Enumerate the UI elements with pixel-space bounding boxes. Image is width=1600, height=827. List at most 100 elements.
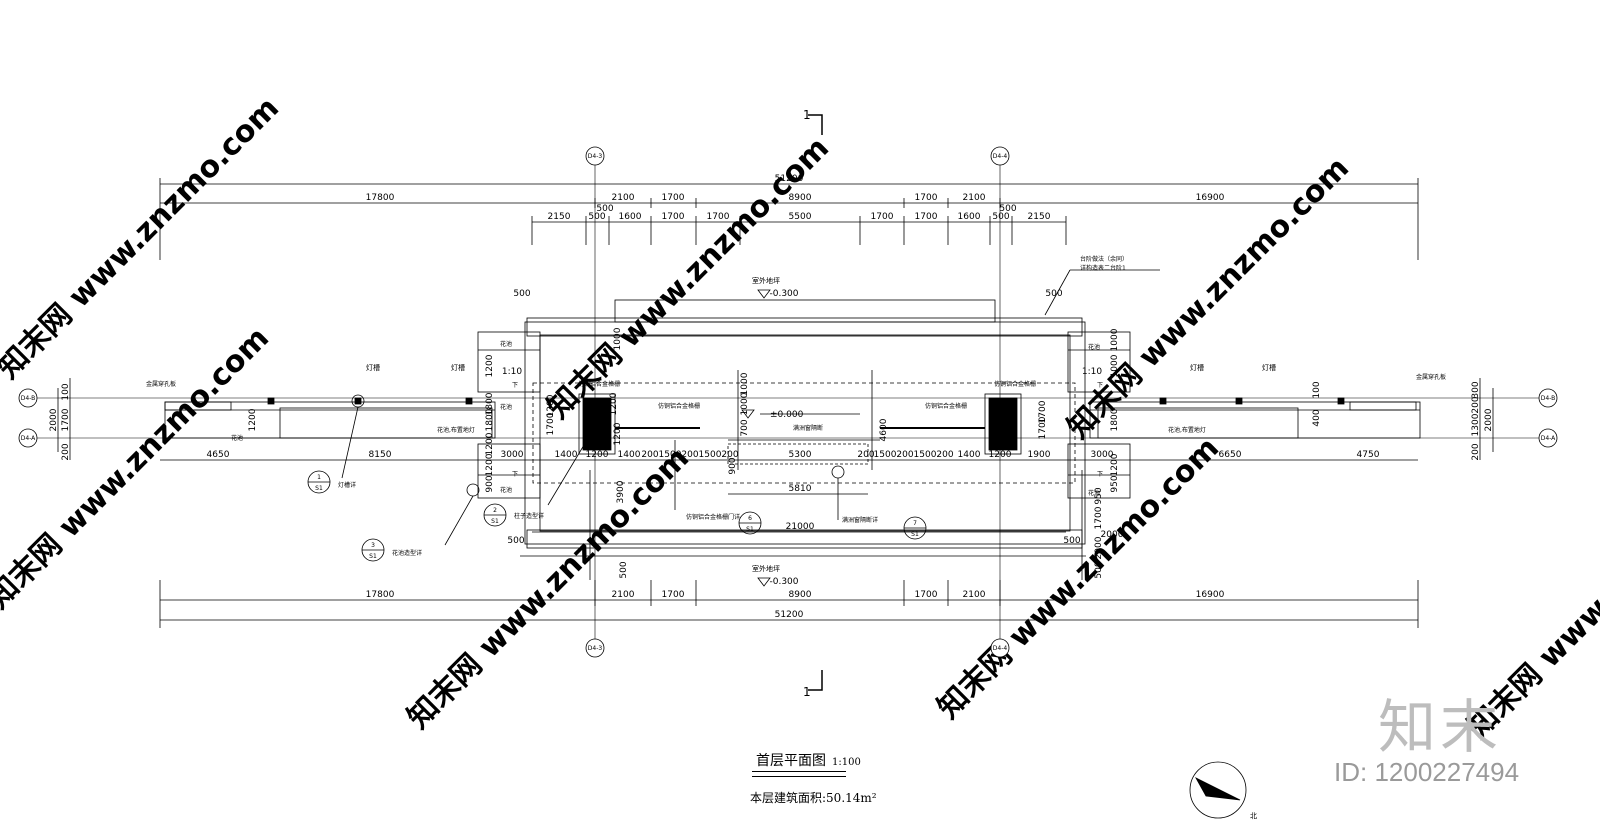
axis-bubble-top-left [585, 146, 605, 166]
dim: 1200 [613, 422, 623, 445]
watermark: 知末网 www.znzmo.com [401, 441, 696, 736]
axis-label: D4-A [1541, 435, 1556, 442]
detail-sheet: S1 [911, 531, 919, 538]
dim: 500 [619, 561, 629, 578]
flower-pool-label: 花池 [1088, 489, 1100, 497]
lamp-slot-label: 灯槽 [451, 363, 465, 372]
grille-label: 仿铜铝合金格栅 [994, 380, 1036, 388]
dim: 950 [1110, 475, 1120, 492]
axis-bubble-bottom-left [585, 638, 605, 658]
axis-label: D4-3 [588, 645, 603, 652]
dim: 1000 [740, 372, 750, 395]
axis-label: D4-4 [993, 645, 1008, 652]
dim: 200 [1471, 443, 1481, 460]
dim: 100 [61, 383, 71, 400]
right-flower-pool [1097, 407, 1299, 439]
stair-down-label: 下 [512, 471, 518, 478]
dim: 1000 [1110, 354, 1120, 377]
dim: 500 [588, 212, 605, 222]
watermark: 知末网 www.znzmo.com [0, 321, 276, 616]
axis-bubble-bottom-right [990, 638, 1010, 658]
dim: 200 [896, 450, 913, 460]
dim: 3000 [1091, 450, 1114, 460]
flower-pool-lamp-label: 花池,布置地灯 [1168, 426, 1206, 434]
dim: 700 [740, 419, 750, 436]
dim: 1200 [609, 392, 619, 415]
dim: 16900 [1196, 590, 1225, 600]
flower-pool-label: 花池 [500, 486, 512, 494]
image-id: ID: 1200227494 [1334, 757, 1520, 787]
dim: 1700 [662, 193, 685, 203]
dim: 500 [1063, 536, 1080, 546]
detail-sheet: S1 [315, 485, 323, 492]
dim: 1200 [586, 450, 609, 460]
dim: 2000 [1101, 530, 1124, 540]
left-planter-bottom [477, 443, 541, 499]
lamp-detail-label: 灯槽详 [338, 481, 356, 489]
grille-label: 仿铜铝合金格栅 [578, 380, 620, 388]
dim: 2100 [963, 193, 986, 203]
dim-ticks-row1-bottom [594, 580, 1001, 606]
dim: 1700 [707, 212, 730, 222]
dim: 1700 [662, 212, 685, 222]
dim: 1:10 [1082, 367, 1102, 377]
detail-marker-partition [831, 465, 845, 479]
dim: 5810 [789, 484, 812, 494]
step-note: 台阶做法（余同） [1080, 255, 1128, 263]
north-label: 北 [1250, 812, 1257, 820]
dim: 6650 [1219, 450, 1242, 460]
dim: 2150 [548, 212, 571, 222]
flower-pool-label: 花池 [500, 403, 512, 411]
dim: 200 [721, 450, 738, 460]
dim-overall: 51200 [775, 174, 804, 184]
grille-label: 仿铜铝合金格栅 [658, 402, 700, 410]
dim: 1500 [874, 450, 897, 460]
dim: 2100 [612, 590, 635, 600]
dim: 400 [1312, 409, 1322, 426]
dim: 17800 [366, 193, 395, 203]
dim-ticks-row2-top [531, 216, 1067, 245]
left-planter-top [477, 331, 541, 393]
inner-dashed-area [532, 382, 1076, 484]
dim: 1000 [740, 392, 750, 415]
drawing-title-text: 首层平面图 [756, 753, 826, 769]
stair-down-label: 下 [512, 382, 518, 389]
dim: 1600 [619, 212, 642, 222]
dim: 1700 [662, 590, 685, 600]
dim: 2000 [1094, 536, 1104, 559]
dim: 2000 [49, 408, 59, 431]
dim: 500 [507, 536, 524, 546]
detail-callouts [307, 470, 927, 562]
dim: 1000 [1110, 328, 1120, 351]
dim: 1200 [485, 432, 495, 455]
dim: 3900 [616, 480, 626, 503]
detail-sheet: S1 [369, 553, 377, 560]
dim: 900 [485, 475, 495, 492]
platform-center-top [614, 299, 996, 323]
dim: 4750 [1357, 450, 1380, 460]
right-wing-wall [1089, 401, 1421, 439]
dim: 8150 [369, 450, 392, 460]
elevation-marker-floor [741, 409, 755, 419]
dim: 5300 [789, 450, 812, 460]
center-floor-area [727, 443, 869, 465]
detail-number: 6 [748, 515, 752, 522]
dim: 500 [1045, 289, 1062, 299]
axis-label: D4-3 [588, 153, 603, 160]
dim: 2100 [612, 193, 635, 203]
area-value: 50.14m² [826, 791, 877, 805]
lamp-slot-label: 灯槽 [1190, 363, 1204, 372]
dim: 1700 [915, 212, 938, 222]
dim: 1700 [1038, 400, 1048, 423]
dim: 1800 [485, 408, 495, 431]
dim: 1600 [958, 212, 981, 222]
dim: 500 [999, 204, 1016, 214]
lamp-slot-markers [267, 397, 1345, 405]
dim: 1200 [485, 453, 495, 476]
dim: 1700 [871, 212, 894, 222]
axis-label: D4-4 [993, 153, 1008, 160]
axis-bubble-row-b-left [18, 388, 38, 408]
detail-number: 2 [493, 507, 497, 514]
dim: 1700 [61, 408, 71, 431]
